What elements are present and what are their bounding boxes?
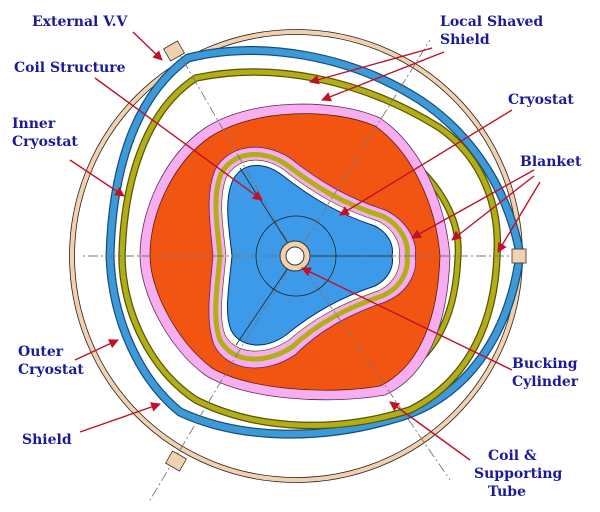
arrow-inner-cryostat: [69, 159, 125, 197]
arrow-shaved-shield-1: [309, 47, 433, 85]
label-coil-supporting-tube-line2: Supporting: [474, 466, 563, 482]
arrow-cryostat: [339, 109, 513, 216]
arrow-blanket-3: [497, 181, 541, 253]
inner-cryostat-olive-band: [213, 151, 410, 362]
label-inner-cryostat-line2: Cryostat: [12, 134, 78, 150]
label-local-shaved-shield-line2: Shield: [440, 32, 490, 48]
label-coil-supporting-tube-line3: Tube: [488, 484, 526, 500]
arrow-shaved-shield-2: [321, 51, 445, 102]
label-outer-cryostat-line1: Outer: [18, 344, 64, 360]
arrow-coil-supporting-tube: [389, 401, 471, 461]
label-coil-supporting-tube-line1: Coil &: [488, 448, 537, 464]
arrow-blanket-2: [451, 175, 535, 241]
label-inner-cryostat-line1: Inner: [12, 116, 56, 132]
arrow-blanket-1: [411, 169, 535, 239]
label-bucking-cylinder-line2: Cylinder: [512, 374, 579, 390]
label-shield: Shield: [22, 432, 72, 448]
label-local-shaved-shield-line1: Local Shaved: [440, 14, 543, 30]
arrow-coil-structure: [94, 77, 263, 201]
arrow-outer-cryostat: [74, 339, 119, 361]
port-flange-right: [511, 248, 527, 264]
label-bucking-cylinder-line1: Bucking: [512, 356, 578, 372]
axis-top-right: [295, 39, 431, 257]
label-blanket: Blanket: [520, 154, 582, 170]
label-outer-cryostat-line2: Cryostat: [18, 362, 84, 378]
core-line-upper: [239, 167, 297, 257]
label-external-vv: External V.V: [32, 14, 128, 30]
label-cryostat: Cryostat: [508, 92, 574, 108]
arrow-shield: [79, 402, 161, 433]
port-flange-top: [163, 40, 185, 62]
coil-supporting-tube-band-fill: [119, 69, 500, 428]
axis-bottom-right: [295, 255, 451, 481]
core-line-lower: [235, 255, 297, 346]
bucking-cylinder-inner: [285, 246, 305, 266]
arrow-external-vv: [132, 31, 163, 61]
port-flange-bottom: [165, 450, 187, 472]
label-coil-structure: Coil Structure: [14, 60, 126, 76]
core-ring: [255, 215, 337, 297]
arrow-bucking-cylinder: [301, 267, 513, 371]
